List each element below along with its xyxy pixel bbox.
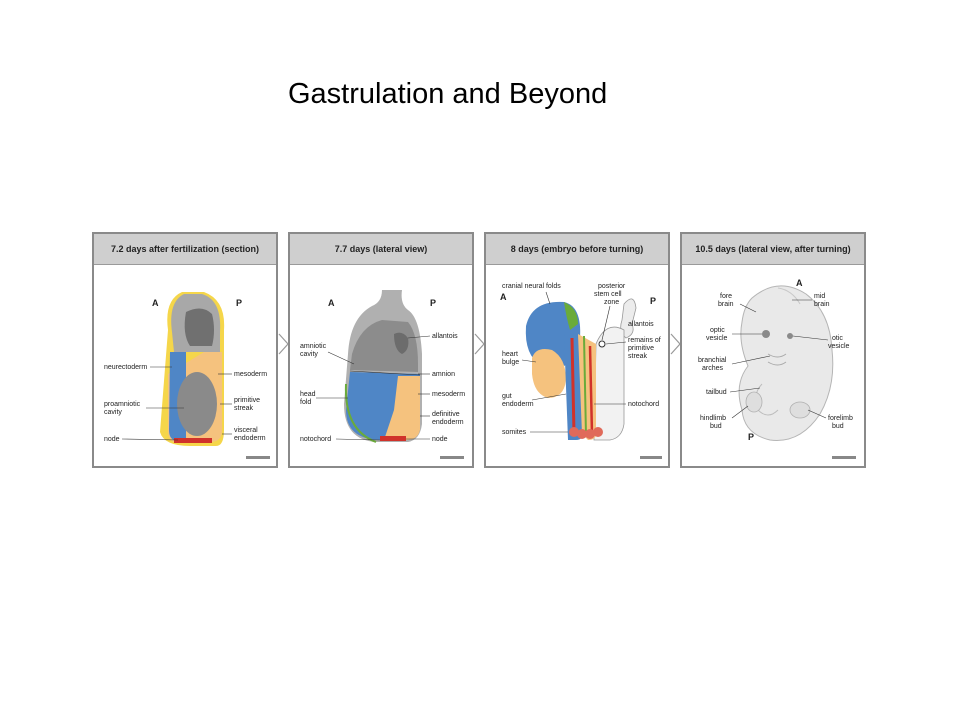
label-allantois: allantois [628, 321, 654, 328]
foregut-green [564, 302, 578, 330]
panel-7-2-days: 7.2 days after fertilization (section) A… [92, 232, 278, 468]
label-cavity: cavity [300, 351, 318, 358]
label-bulge: bulge [502, 359, 519, 366]
scale-bar [640, 456, 662, 459]
label-notochord: notochord [628, 401, 659, 408]
label-amnion: amnion [432, 371, 455, 378]
section-diagram: A P neurectoderm proamniotic cavity node… [104, 292, 270, 459]
axis-a-label: A [500, 292, 507, 302]
label-vesicle: vesicle [706, 335, 728, 342]
panel-8-days: 8 days (embryo before turning) cranial n… [484, 232, 670, 468]
label-optic: optic [710, 327, 725, 334]
embryo-10-5-day-diagram: A P fore brain mid brain optic vesicle o… [698, 278, 856, 459]
label-notochord: notochord [300, 436, 331, 443]
node [380, 436, 406, 441]
axis-p-label: P [430, 298, 436, 308]
somite [585, 429, 595, 439]
label-cavity: cavity [104, 409, 122, 416]
label-branchial: branchial [698, 357, 727, 364]
panel-header: 10.5 days (lateral view, after turning) [682, 234, 864, 265]
label-primitive: primitive [628, 345, 654, 352]
label-zone: zone [604, 299, 619, 306]
axis-a-label: A [328, 298, 335, 308]
panel-header: 7.7 days (lateral view) [290, 234, 472, 265]
label-forelimb: forelimb [828, 415, 853, 422]
hindlimb-bud [745, 391, 763, 413]
label-allantois: allantois [432, 333, 458, 340]
branchial-arches [767, 353, 787, 358]
label-endoderm: endoderm [432, 419, 464, 426]
label-mesoderm: mesoderm [234, 371, 267, 378]
cavity-upper [184, 308, 214, 346]
panel-header: 7.2 days after fertilization (section) [94, 234, 276, 265]
notochord-line-2 [588, 345, 594, 435]
axis-a-label: A [796, 278, 803, 288]
embryo-development-figure: 7.2 days after fertilization (section) A… [92, 232, 868, 470]
somite [569, 427, 579, 437]
node [174, 438, 212, 443]
label-heart: heart [502, 351, 518, 358]
label-mid: mid [814, 293, 825, 300]
label-head: head [300, 391, 316, 398]
label-bud: bud [710, 423, 722, 430]
somite [577, 429, 587, 439]
axis-p-label: P [236, 298, 242, 308]
allantois [394, 332, 409, 354]
mesoderm-region [384, 376, 420, 440]
label-stem-cell: stem cell [594, 291, 622, 298]
axis-p-label: P [748, 432, 754, 442]
scale-bar [246, 456, 270, 459]
slide-title: Gastrulation and Beyond [288, 78, 608, 110]
notochord-line [570, 337, 576, 435]
label-fore: fore [720, 293, 732, 300]
label-gut: gut [502, 393, 512, 400]
scale-bar [440, 456, 464, 459]
label-node: node [104, 436, 120, 443]
label-primitive: primitive [234, 397, 260, 404]
label-proamniotic: proamniotic [104, 401, 141, 408]
embryo-body [738, 285, 834, 441]
label-visceral: visceral [234, 427, 258, 434]
panel-10-5-days: 10.5 days (lateral view, after turning) … [680, 232, 866, 468]
label-arches: arches [702, 365, 724, 372]
label-vesicle-2: vesicle [828, 343, 850, 350]
gut-endoderm-line [583, 335, 587, 437]
panel-7-7-days: 7.7 days (lateral view) A P amniotic cav… [288, 232, 474, 468]
lateral-diagram: A P amniotic cavity head fold notochord … [300, 290, 465, 459]
label-brain: brain [718, 301, 734, 308]
scale-bar [832, 456, 856, 459]
label-bud-2: bud [832, 423, 844, 430]
label-amniotic: amniotic [300, 343, 327, 350]
label-streak: streak [628, 353, 648, 360]
label-otic: otic [832, 335, 843, 342]
label-hindlimb: hindlimb [700, 415, 726, 422]
label-neurectoderm: neurectoderm [104, 364, 147, 371]
stem-cell-zone-marker [598, 340, 606, 348]
embryo-8-day-diagram: cranial neural folds posterior stem cell… [500, 283, 662, 459]
label-definitive: definitive [432, 411, 460, 418]
heart-bulge [532, 349, 566, 398]
somite [593, 427, 603, 437]
label-mesoderm: mesoderm [432, 391, 465, 398]
forelimb-bud [789, 401, 811, 419]
optic-vesicle [762, 330, 770, 338]
endoderm-edge [344, 383, 377, 443]
label-cranial-neural-folds: cranial neural folds [502, 283, 561, 290]
label-tailbud: tailbud [706, 389, 727, 396]
label-remains-of: remains of [628, 337, 661, 344]
axis-p-label: P [650, 296, 656, 306]
label-streak: streak [234, 405, 254, 412]
label-posterior: posterior [598, 283, 626, 290]
label-somites: somites [502, 429, 527, 436]
label-endoderm: endoderm [502, 401, 534, 408]
axis-a-label: A [152, 298, 159, 308]
label-endoderm: endoderm [234, 435, 266, 442]
label-node: node [432, 436, 448, 443]
panel-header: 8 days (embryo before turning) [486, 234, 668, 265]
otic-vesicle [787, 333, 793, 339]
label-fold: fold [300, 399, 311, 406]
label-brain-2: brain [814, 301, 830, 308]
proamniotic-cavity [177, 372, 217, 436]
